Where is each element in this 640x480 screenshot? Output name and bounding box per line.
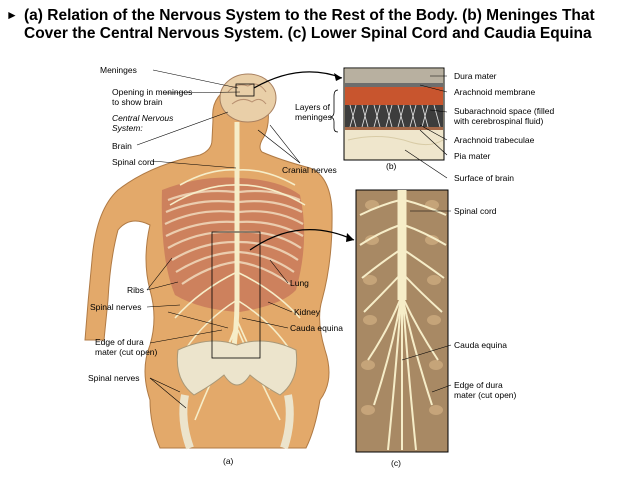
title-line-1: (a) Relation of the Nervous System to th… bbox=[24, 7, 595, 24]
label-dura-mater: Dura mater bbox=[454, 71, 497, 81]
label-spinal-nerves-upper: Spinal nerves bbox=[90, 302, 142, 312]
bullet-icon: ► bbox=[6, 8, 18, 22]
label-spinal-cord: Spinal cord bbox=[112, 157, 155, 167]
meninges-detail bbox=[253, 67, 445, 161]
label-lung: Lung bbox=[290, 278, 309, 288]
cauda-equina-detail bbox=[249, 189, 449, 453]
label-arachnoid-membrane: Arachnoid membrane bbox=[454, 87, 536, 97]
label-edge-dura-c-line-1: Edge of dura bbox=[454, 380, 503, 390]
label-spinal-nerves-lower: Spinal nerves bbox=[88, 373, 140, 383]
label-subarachnoid-line-1: Subarachnoid space (filled bbox=[454, 106, 555, 116]
label-layers-line-2: meninges bbox=[295, 112, 332, 122]
label-spinal-cord-c: Spinal cord bbox=[454, 206, 497, 216]
body-figure bbox=[84, 73, 333, 450]
label-surface-of-brain: Surface of brain bbox=[454, 173, 515, 183]
label-opening-line-1: Opening in meninges bbox=[112, 87, 193, 97]
label-brain: Brain bbox=[112, 141, 132, 151]
caption-b: (b) bbox=[386, 161, 397, 171]
label-cauda-equina-c: Cauda equina bbox=[454, 340, 507, 350]
label-cranial-nerves: Cranial nerves bbox=[282, 165, 337, 175]
label-edge-dura-line-2: mater (cut open) bbox=[95, 347, 158, 357]
label-kidney: Kidney bbox=[294, 307, 320, 317]
label-cns-line-1: Central Nervous bbox=[112, 113, 174, 123]
label-pia-mater: Pia mater bbox=[454, 151, 491, 161]
label-layers-line-1: Layers of bbox=[295, 102, 330, 112]
caption-a: (a) bbox=[223, 456, 234, 466]
title-line-2: Cover the Central Nervous System. (c) Lo… bbox=[24, 25, 592, 42]
caption-c: (c) bbox=[391, 458, 401, 468]
label-cns-line-2: System: bbox=[112, 123, 143, 133]
label-meninges: Meninges bbox=[100, 65, 137, 75]
page-title: ► (a) Relation of the Nervous System to t… bbox=[6, 6, 636, 43]
leader-lines bbox=[136, 69, 452, 409]
label-cauda-equina-a: Cauda equina bbox=[290, 323, 343, 333]
label-edge-dura-c-line-2: mater (cut open) bbox=[454, 390, 517, 400]
label-ribs: Ribs bbox=[127, 285, 145, 295]
label-opening-line-2: to show brain bbox=[112, 97, 163, 107]
label-subarachnoid-line-2: with cerebrospinal fluid) bbox=[454, 116, 544, 126]
label-edge-dura-line-1: Edge of dura bbox=[95, 337, 144, 347]
label-arachnoid-trabeculae: Arachnoid trabeculae bbox=[454, 135, 535, 145]
